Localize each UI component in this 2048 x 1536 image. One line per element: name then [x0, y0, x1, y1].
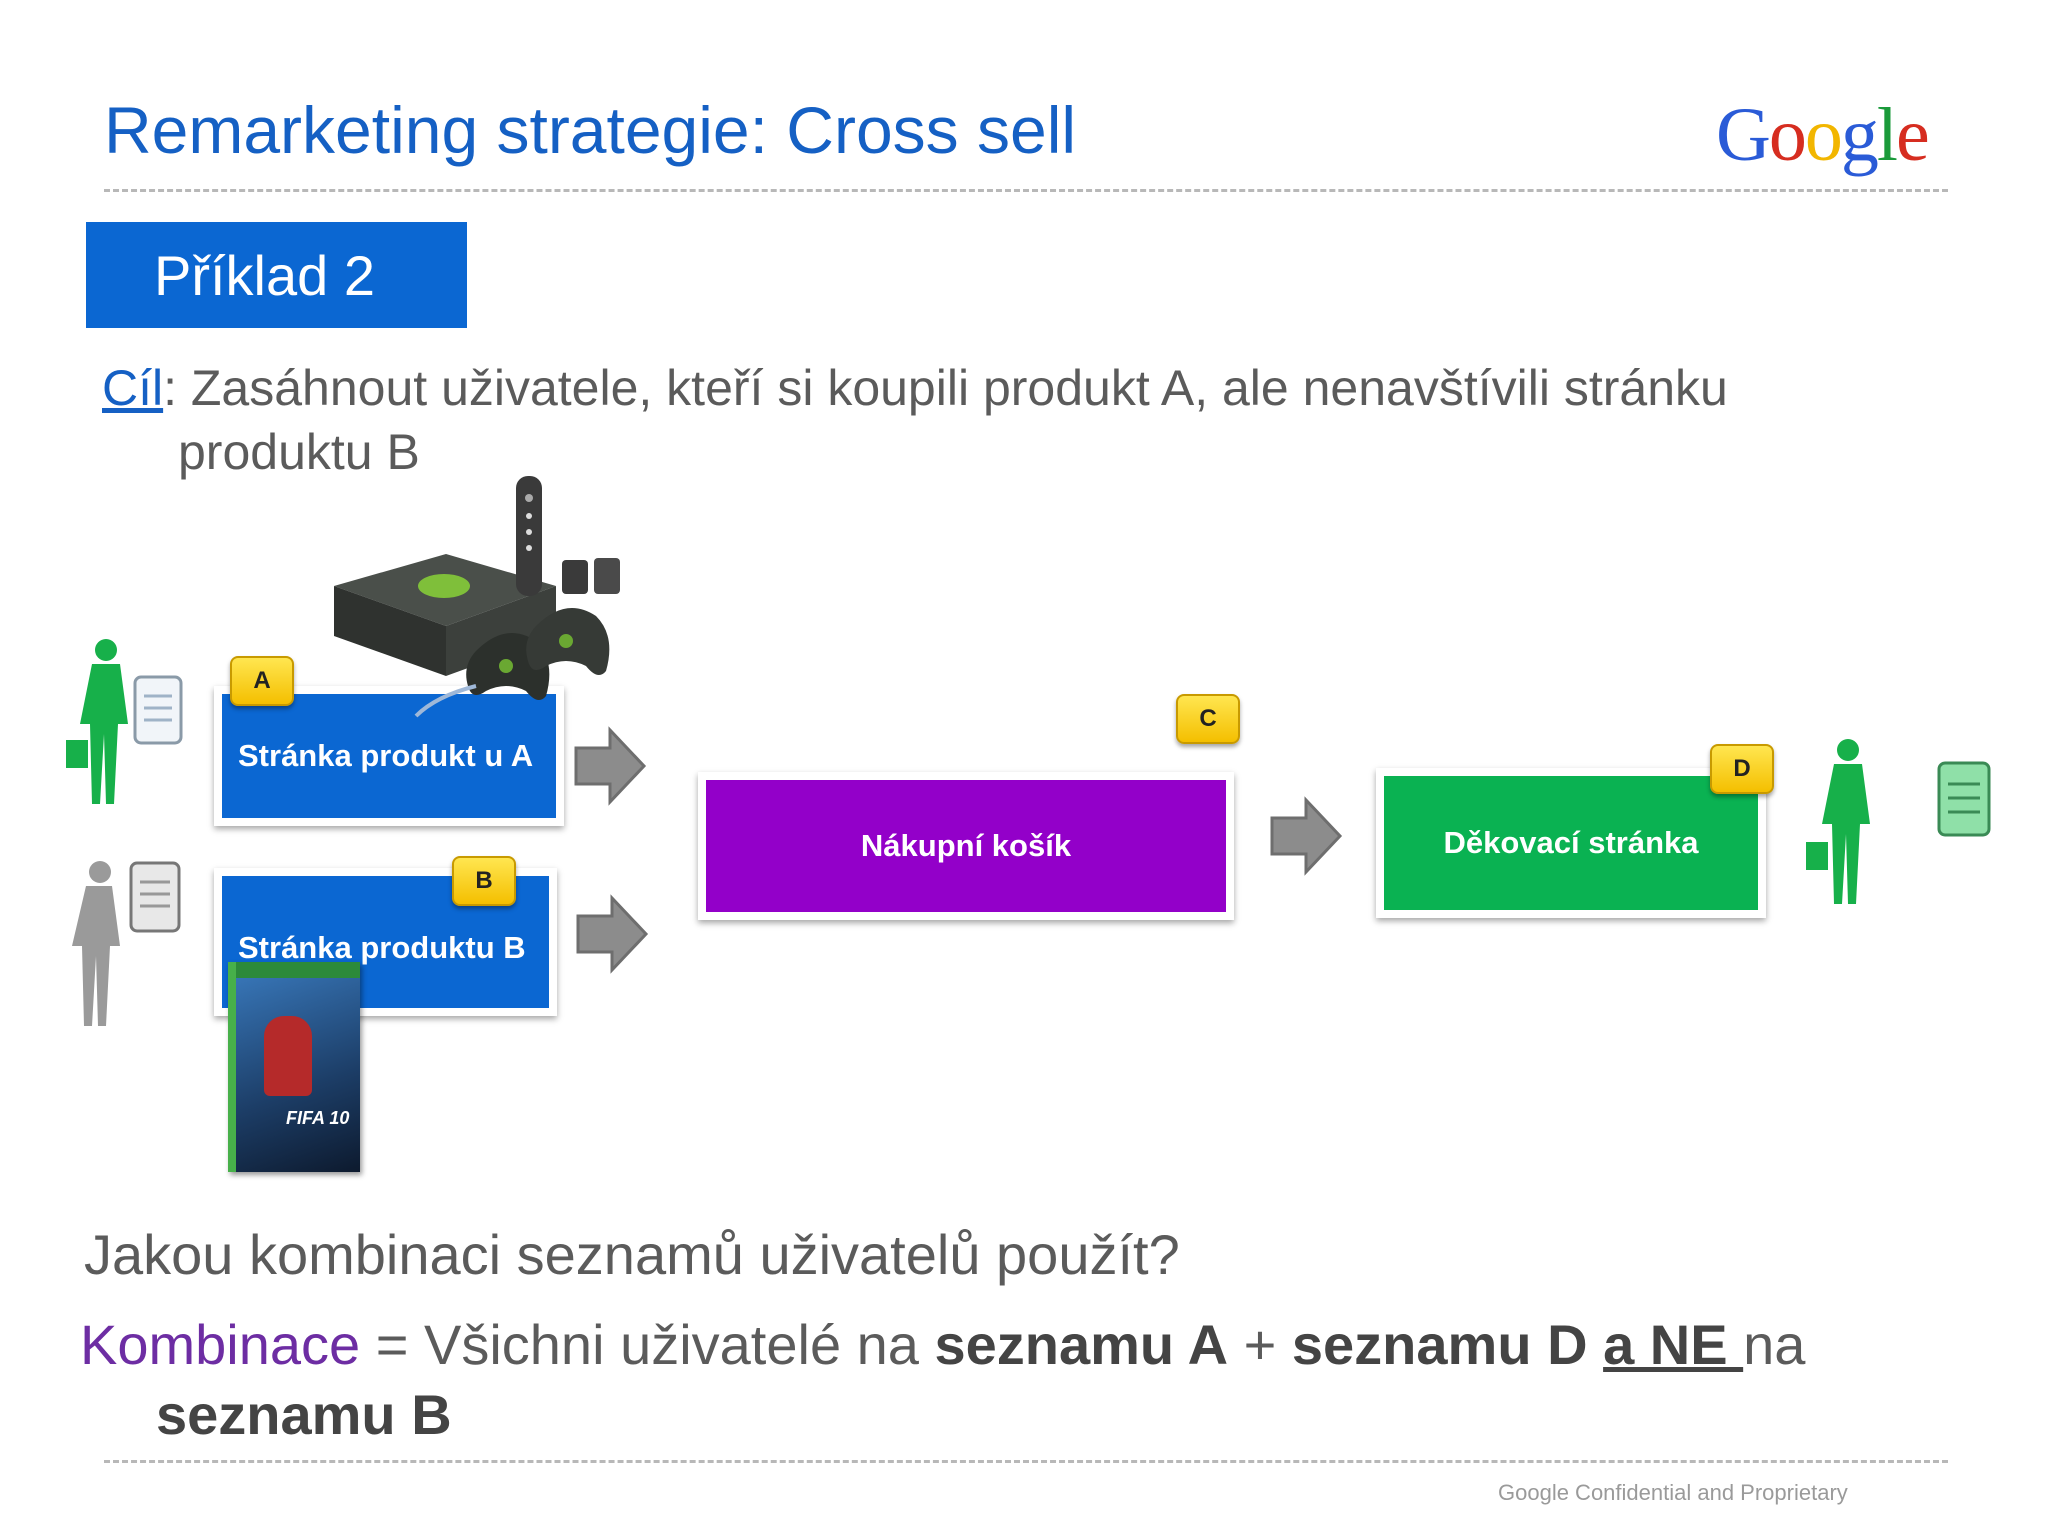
tag-c: C	[1176, 694, 1240, 744]
example-label: Příklad 2	[86, 222, 467, 328]
goal-text-line1: : Zasáhnout uživatele, kteří si koupili …	[163, 360, 1728, 416]
combination-text: Kombinace = Všichni uživatelé na seznamu…	[80, 1310, 1960, 1450]
footer-divider	[104, 1460, 1948, 1463]
tag-b: B	[452, 856, 516, 906]
arrow-right-icon	[1270, 796, 1343, 876]
game-title-text: FIFA 10	[286, 1108, 350, 1128]
arrow-right-icon	[574, 726, 647, 806]
question-text: Jakou kombinaci seznamů uživatelů použít…	[84, 1223, 1180, 1286]
goal-text-line2: produktu B	[178, 424, 420, 480]
footer-text: Google Confidential and Proprietary	[1498, 1480, 1848, 1505]
product-a-page-label: Stránka produkt u A	[238, 738, 534, 773]
document-green-icon	[1937, 761, 1991, 837]
cart-box: Nákupní košík	[698, 772, 1234, 920]
document-icon	[133, 675, 183, 745]
combination-eq: = Všichni uživatelé na	[360, 1313, 935, 1376]
product-b-page-box: Stránka produktu B	[214, 868, 557, 1016]
goal-label: Cíl	[102, 360, 164, 416]
cover-top-strip	[236, 962, 360, 978]
game-console-image	[334, 476, 620, 718]
person-green-shopper-icon	[1806, 739, 1870, 904]
list-a-text: seznamu A	[934, 1313, 1229, 1376]
header-divider	[104, 189, 1948, 192]
arrow-right-icon	[576, 894, 649, 974]
product-a-page-box: Stránka produkt u A	[214, 686, 564, 826]
person-green-shopper-icon	[66, 639, 128, 804]
thank-you-label: Děkovací stránka	[1443, 825, 1699, 860]
list-b-text: seznamu B	[156, 1383, 452, 1446]
thank-you-page-box: Děkovací stránka	[1376, 768, 1766, 918]
google-logo: Google	[1716, 93, 1930, 177]
tag-d: D	[1710, 744, 1774, 794]
na-text: na	[1743, 1313, 1806, 1376]
slide-title: Remarketing strategie: Cross sell	[104, 93, 1077, 167]
product-b-page-label: Stránka produktu B	[238, 930, 526, 965]
plus-text: +	[1228, 1313, 1292, 1376]
person-gray-icon	[72, 861, 120, 1026]
and-not-text: a NE	[1603, 1313, 1744, 1376]
list-d-text: seznamu D	[1291, 1313, 1604, 1376]
goal-statement: Cíl: Zasáhnout uživatele, kteří si koupi…	[102, 356, 1902, 484]
combination-label: Kombinace	[80, 1313, 361, 1376]
document-icon	[129, 861, 181, 933]
tag-a: A	[230, 656, 294, 706]
game-cover-image: FIFA 10	[228, 962, 360, 1172]
cart-label: Nákupní košík	[860, 828, 1072, 863]
cover-player-shape	[264, 1016, 312, 1096]
